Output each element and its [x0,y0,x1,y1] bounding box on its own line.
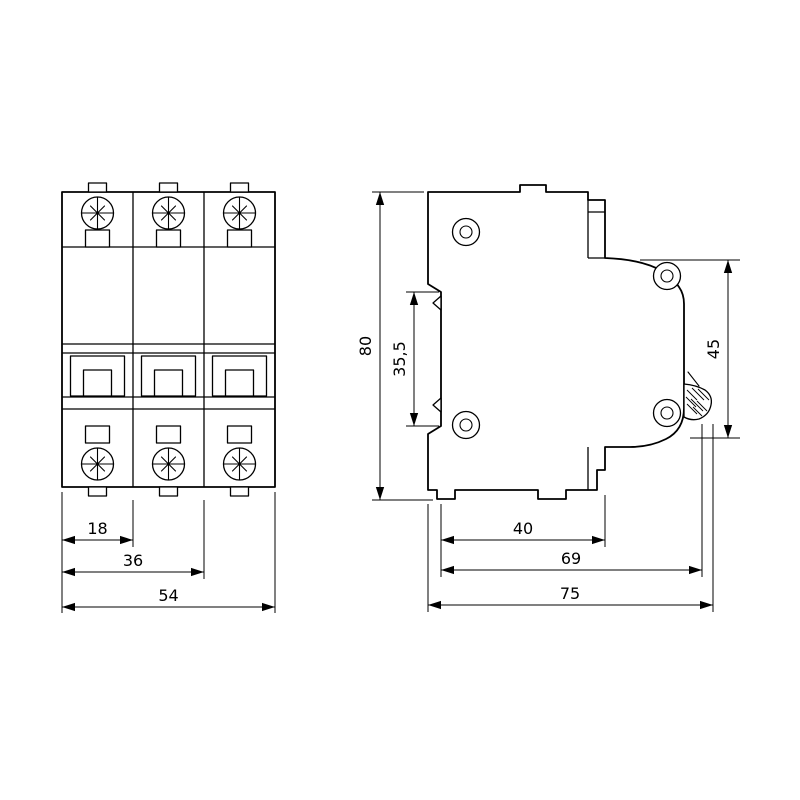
dim-overall-depth: 75 [428,584,713,610]
rivet-bottom-right [652,398,682,428]
pole-divider-lines [132,192,205,487]
front-view [61,182,276,497]
dim-label-overall-height: 80 [356,336,375,356]
dim-overall-width: 54 [62,586,275,612]
dim-label-overall-depth: 75 [560,584,580,603]
dim-label-two-pole-width: 36 [123,551,143,570]
dim-label-front-section-height: 45 [704,339,723,359]
dim-label-overall-width: 54 [158,586,178,605]
dim-label-rail-slot-height: 35,5 [390,341,409,377]
side-extension-lines [372,191,740,612]
side-view-dimensions: 80 35,5 45 40 69 75 [356,191,740,612]
dim-label-depth-to-step: 40 [513,519,533,538]
latch-hatching [685,387,710,417]
side-view [427,184,713,500]
din-rail-hooks [432,295,442,413]
dim-pole-width: 18 [62,519,133,545]
dim-front-section-height: 45 [704,260,733,438]
rivet-top-right [652,261,682,291]
dim-label-depth-with-latch: 69 [561,549,581,568]
din-release-latch [683,371,713,421]
terminal-chamber-lines [587,200,605,490]
dim-depth-to-step: 40 [441,519,605,545]
rivet-bottom-left [451,410,481,440]
pole-1 [69,182,126,497]
dim-two-pole-width: 36 [62,551,204,577]
breaker-side-body [427,184,685,500]
pole-2 [140,182,197,497]
dim-depth-with-latch: 69 [441,549,702,575]
dim-rail-slot-height: 35,5 [390,292,419,426]
dim-overall-height: 80 [356,192,385,500]
rivet-top-left [451,217,481,247]
pole-3 [211,182,268,497]
front-view-dimensions: 18 36 54 [61,492,276,613]
front-extension-lines [61,492,276,613]
dim-label-pole-width: 18 [87,519,107,538]
